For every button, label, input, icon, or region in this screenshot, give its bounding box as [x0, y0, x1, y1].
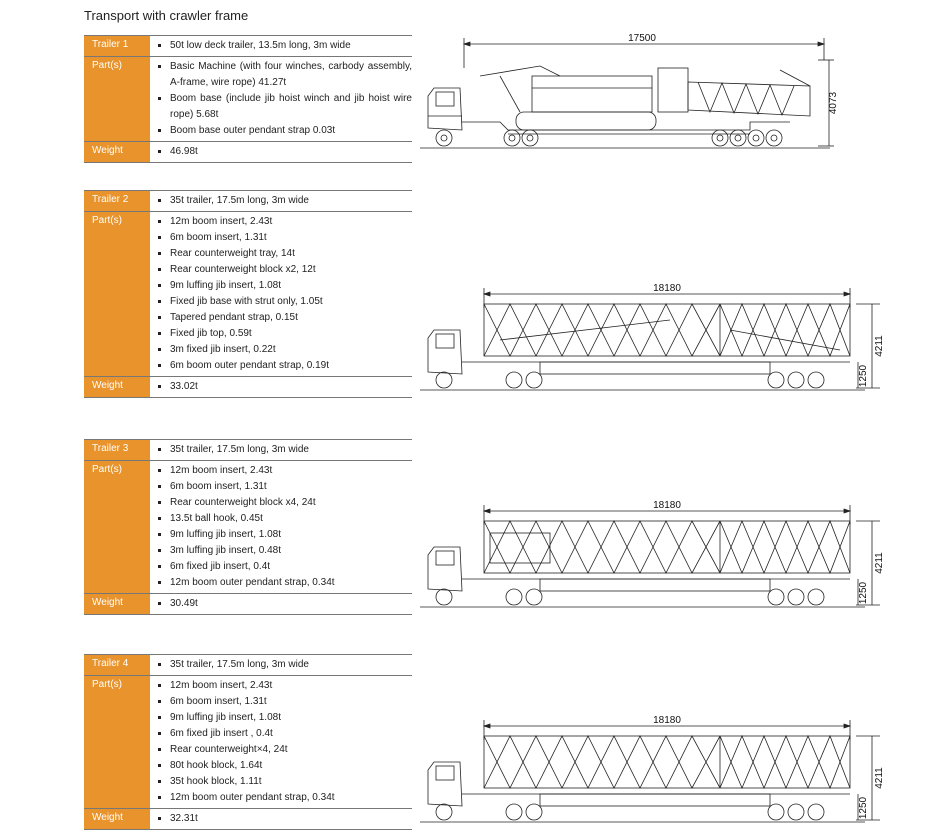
part-item: 6m boom insert, 1.31t — [156, 230, 412, 246]
trailer-4-table: Trailer 4 35t trailer, 17.5m long, 3m wi… — [84, 654, 412, 830]
parts-label: Part(s) — [84, 676, 150, 808]
trailer-1-table: Trailer 1 50t low deck trailer, 13.5m lo… — [84, 35, 412, 163]
part-item: Boom base outer pendant strap 0.03t — [156, 123, 412, 139]
length-dimension: 18180 — [653, 283, 681, 294]
weight-label: Weight — [84, 377, 150, 397]
weight-row: Weight 30.49t — [84, 594, 412, 615]
parts-row: Part(s) 12m boom insert, 2.43t 6m boom i… — [84, 676, 412, 809]
parts-row: Part(s) 12m boom insert, 2.43t 6m boom i… — [84, 461, 412, 594]
length-dimension: 18180 — [653, 500, 681, 511]
part-item: 12m boom outer pendant strap, 0.34t — [156, 575, 412, 591]
parts-label: Part(s) — [84, 212, 150, 376]
part-item: Fixed jib base with strut only, 1.05t — [156, 294, 412, 310]
parts-row: Part(s) Basic Machine (with four winches… — [84, 57, 412, 142]
parts-row: Part(s) 12m boom insert, 2.43t 6m boom i… — [84, 212, 412, 377]
trailer-3-drawing: 18180 4211 1250 — [420, 500, 885, 608]
length-dimension: 18180 — [653, 715, 681, 726]
part-item: 9m luffing jib insert, 1.08t — [156, 527, 412, 543]
part-item: Rear counterweight tray, 14t — [156, 246, 412, 262]
deck-dimension: 1250 — [858, 581, 869, 604]
part-item: Tapered pendant strap, 0.15t — [156, 310, 412, 326]
part-item: Basic Machine (with four winches, carbod… — [156, 59, 412, 91]
part-item: 9m luffing jib insert, 1.08t — [156, 278, 412, 294]
part-item: Boom base (include jib hoist winch and j… — [156, 91, 412, 123]
trailer-label: Trailer 4 — [84, 655, 150, 675]
trailer-4-drawing: 18180 4211 1250 — [420, 715, 885, 823]
trailer-label: Trailer 2 — [84, 191, 150, 211]
part-item: 12m boom outer pendant strap, 0.34t — [156, 790, 412, 806]
page-title: Transport with crawler frame — [84, 8, 249, 23]
trailer-2-table: Trailer 2 35t trailer, 17.5m long, 3m wi… — [84, 190, 412, 398]
trailer-row: Trailer 4 35t trailer, 17.5m long, 3m wi… — [84, 654, 412, 676]
trailer-row: Trailer 2 35t trailer, 17.5m long, 3m wi… — [84, 190, 412, 212]
trailer-2-drawing: 18180 4211 1250 — [420, 283, 885, 391]
part-item: 80t hook block, 1.64t — [156, 758, 412, 774]
length-dimension: 17500 — [628, 33, 656, 44]
trailer-1-drawing: 17500 4073 — [420, 33, 839, 149]
weight-value: 33.02t — [156, 379, 412, 395]
height-dimension: 4211 — [874, 335, 885, 357]
part-item: 6m fixed jib insert, 0.4t — [156, 559, 412, 575]
weight-label: Weight — [84, 809, 150, 829]
part-item: 9m luffing jib insert, 1.08t — [156, 710, 412, 726]
part-item: 6m boom insert, 1.31t — [156, 694, 412, 710]
trailer-label: Trailer 3 — [84, 440, 150, 460]
part-item: 12m boom insert, 2.43t — [156, 214, 412, 230]
deck-dimension: 1250 — [858, 364, 869, 387]
weight-value: 46.98t — [156, 144, 412, 160]
part-item: Rear counterweight block x2, 12t — [156, 262, 412, 278]
trailer-label: Trailer 1 — [84, 36, 150, 56]
part-item: 6m fixed jib insert , 0.4t — [156, 726, 412, 742]
trailer-row: Trailer 3 35t trailer, 17.5m long, 3m wi… — [84, 439, 412, 461]
weight-label: Weight — [84, 142, 150, 162]
weight-value: 30.49t — [156, 596, 412, 612]
parts-label: Part(s) — [84, 461, 150, 593]
height-dimension: 4211 — [874, 767, 885, 789]
part-item: 6m boom outer pendant strap, 0.19t — [156, 358, 412, 374]
trailer-spec: 50t low deck trailer, 13.5m long, 3m wid… — [156, 38, 412, 54]
weight-label: Weight — [84, 594, 150, 614]
weight-row: Weight 46.98t — [84, 142, 412, 163]
part-item: 12m boom insert, 2.43t — [156, 678, 412, 694]
trailer-spec: 35t trailer, 17.5m long, 3m wide — [156, 193, 412, 209]
trailer-row: Trailer 1 50t low deck trailer, 13.5m lo… — [84, 35, 412, 57]
part-item: 12m boom insert, 2.43t — [156, 463, 412, 479]
weight-row: Weight 32.31t — [84, 809, 412, 830]
part-item: 3m fixed jib insert, 0.22t — [156, 342, 412, 358]
weight-value: 32.31t — [156, 811, 412, 827]
part-item: Rear counterweight block x4, 24t — [156, 495, 412, 511]
trailer-spec: 35t trailer, 17.5m long, 3m wide — [156, 657, 412, 673]
trailer-spec: 35t trailer, 17.5m long, 3m wide — [156, 442, 412, 458]
part-item: 6m boom insert, 1.31t — [156, 479, 412, 495]
weight-row: Weight 33.02t — [84, 377, 412, 398]
height-dimension: 4211 — [874, 552, 885, 574]
part-item: 35t hook block, 1.11t — [156, 774, 412, 790]
part-item: Fixed jib top, 0.59t — [156, 326, 412, 342]
part-item: 13.5t ball hook, 0.45t — [156, 511, 412, 527]
parts-label: Part(s) — [84, 57, 150, 141]
part-item: Rear counterweight×4, 24t — [156, 742, 412, 758]
deck-dimension: 1250 — [858, 796, 869, 819]
trailer-3-table: Trailer 3 35t trailer, 17.5m long, 3m wi… — [84, 439, 412, 615]
height-dimension: 4073 — [828, 91, 839, 114]
part-item: 3m luffing jib insert, 0.48t — [156, 543, 412, 559]
